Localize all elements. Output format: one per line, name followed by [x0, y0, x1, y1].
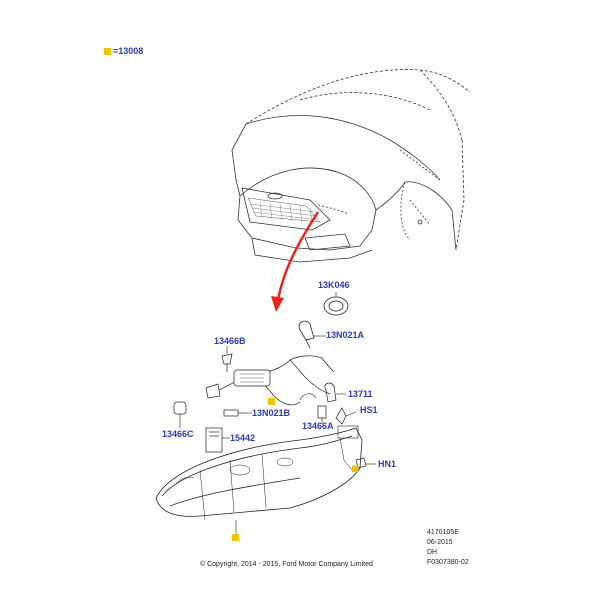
ref-date: 06-2015	[427, 539, 453, 546]
label-13466B: 13466B	[214, 336, 246, 346]
socket-13711	[324, 382, 337, 403]
label-13N021A: 13N021A	[326, 330, 365, 340]
bulb-HS1	[335, 407, 347, 425]
location-arrow	[271, 211, 320, 312]
headlamp-assembly	[155, 425, 363, 521]
grille-pattern	[249, 201, 319, 223]
label-13466C: 13466C	[162, 429, 194, 439]
copyright-notice: © Copyright, 2014 - 2015, Ford Motor Com…	[200, 561, 373, 568]
ref-code: DH	[427, 549, 438, 556]
yellow-markers	[232, 398, 358, 541]
bulb-13N021A	[298, 320, 315, 349]
legend: =13008	[104, 46, 143, 56]
ref-number: 4170105E	[427, 529, 459, 536]
label-HN1: HN1	[378, 459, 397, 469]
label-13K046: 13K046	[318, 280, 350, 290]
wiring-harness	[205, 355, 335, 406]
clip-13466B	[221, 353, 233, 372]
nut-HN1	[355, 457, 367, 469]
cap-13K046	[323, 296, 349, 316]
document-reference: 4170105E 06-2015 DH F0307380-02	[427, 528, 469, 568]
label-15442: 15442	[230, 433, 256, 443]
label-13466A: 13466A	[302, 421, 334, 431]
module-15442	[205, 427, 223, 453]
car-outline	[231, 69, 471, 263]
bulb-13N021B	[223, 409, 246, 417]
leader-lines	[179, 292, 376, 534]
legend-label: =13008	[113, 46, 144, 56]
socket-13466A	[317, 405, 327, 419]
label-HS1: HS1	[360, 405, 378, 415]
label-13711: 13711	[348, 389, 373, 399]
legend-marker-icon	[104, 47, 111, 55]
label-13N021B: 13N021B	[252, 408, 291, 418]
ref-figure-id: F0307380-02	[427, 559, 469, 566]
cap-13466C	[173, 401, 187, 415]
